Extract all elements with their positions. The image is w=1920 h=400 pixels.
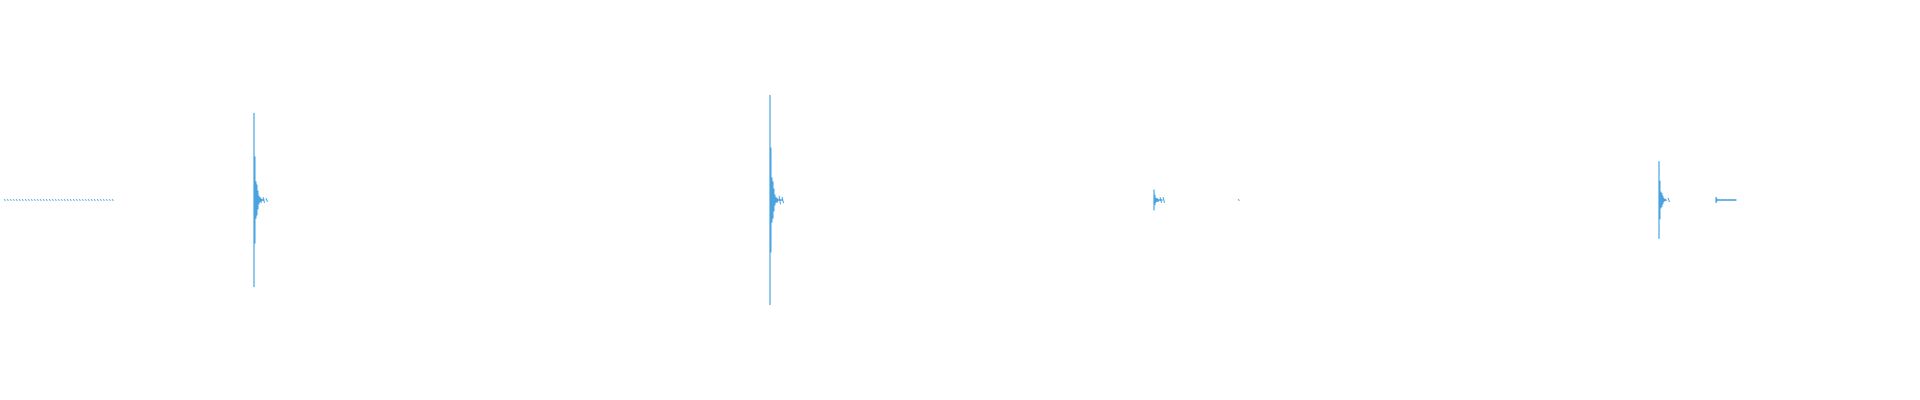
noise-mark — [48, 198, 51, 202]
noise-mark — [33, 198, 36, 202]
noise-mark — [84, 199, 87, 201]
noise-mark — [108, 199, 111, 201]
noise-mark — [42, 199, 45, 201]
noise-mark — [69, 199, 72, 201]
noise-mark — [18, 199, 21, 201]
noise-mark — [15, 199, 18, 201]
noise-mark — [90, 199, 93, 201]
noise-mark — [24, 198, 27, 202]
noise-mark — [60, 199, 63, 201]
noise-mark — [66, 199, 69, 201]
noise-mark — [102, 199, 105, 201]
noise-mark — [99, 199, 102, 201]
noise-mark — [12, 199, 15, 201]
noise-mark — [781, 196, 784, 204]
noise-mark — [1237, 199, 1240, 201]
noise-mark — [21, 199, 24, 201]
waveform-events-layer — [253, 95, 1737, 305]
noise-mark — [78, 199, 81, 201]
waveform-event-3[interactable] — [1153, 189, 1163, 211]
waveform-event-1[interactable] — [253, 112, 265, 288]
noise-mark — [111, 199, 114, 201]
noise-mark — [96, 198, 99, 202]
noise-mark — [81, 199, 84, 201]
noise-mark — [54, 199, 57, 201]
noise-mark — [51, 199, 54, 201]
waveform-event-5[interactable] — [1715, 196, 1737, 204]
noise-mark — [105, 199, 108, 201]
noise-mark — [57, 199, 60, 201]
noise-mark — [30, 199, 33, 201]
noise-mark — [1162, 196, 1165, 204]
noise-mark — [75, 199, 78, 201]
noise-mark — [36, 199, 39, 201]
noise-mark — [72, 198, 75, 202]
noise-mark — [45, 199, 48, 201]
noise-mark — [6, 199, 9, 201]
noise-mark — [63, 199, 66, 201]
waveform-event-2[interactable] — [769, 95, 783, 305]
waveform-event-4[interactable] — [1658, 161, 1667, 239]
noise-mark — [27, 199, 30, 201]
noise-mark — [39, 199, 42, 201]
noise-mark — [87, 199, 90, 201]
noise-mark — [93, 199, 96, 201]
noise-mark — [265, 197, 268, 203]
noise-mark — [1667, 197, 1670, 203]
noise-mark — [9, 198, 12, 202]
noise-mark — [3, 199, 6, 201]
